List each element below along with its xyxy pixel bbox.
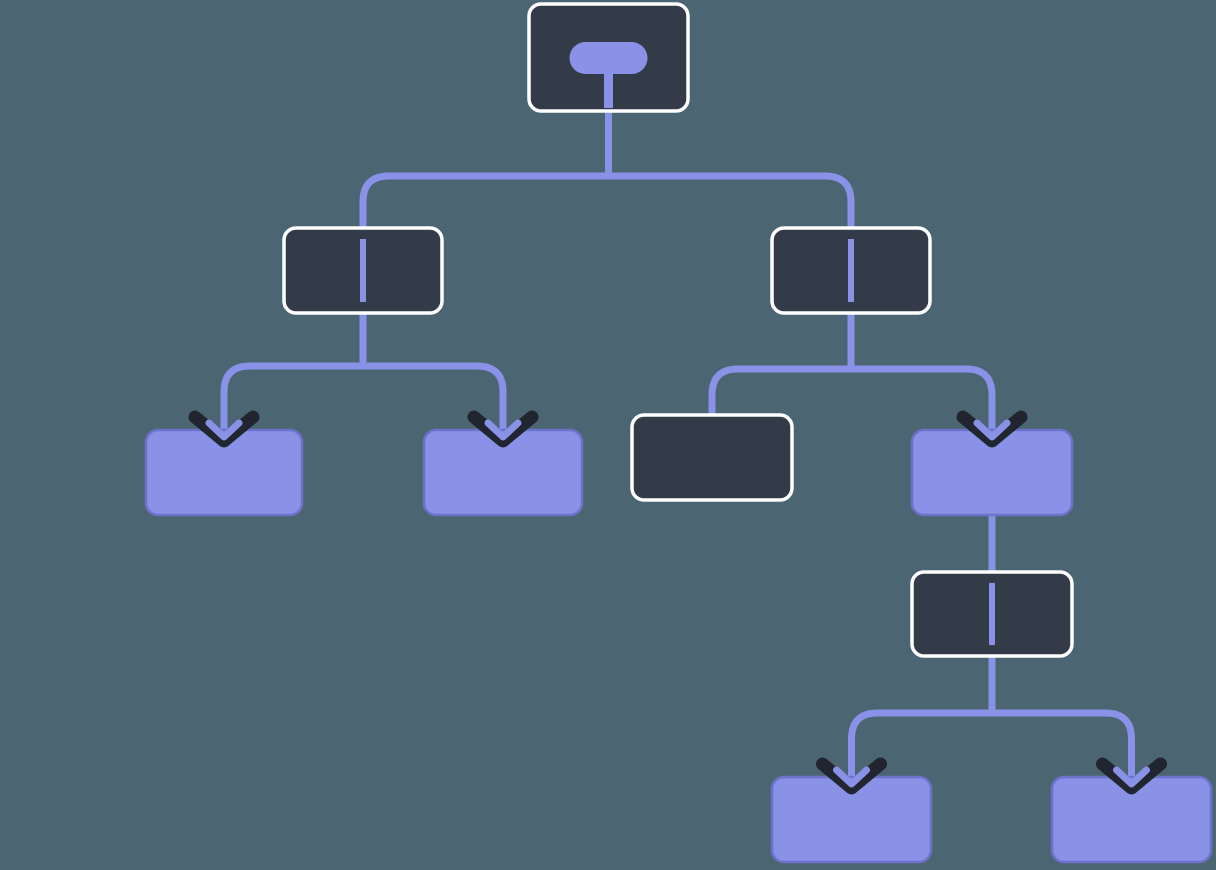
arrow-icons (188, 410, 1167, 795)
node-leaf-left-1[interactable] (144, 428, 304, 517)
arrow-chevron-dark (816, 757, 887, 795)
edge-branch-left-leaf-left-2 (363, 362, 507, 433)
edge-branch-bottom-leaf-bottom-2 (992, 709, 1135, 780)
edge-branch-right-target-right (851, 365, 996, 433)
arrow-head-purple (1113, 766, 1150, 788)
edge-branch-left-leaf-left-1 (220, 362, 363, 433)
arrow-down-icon (467, 410, 539, 448)
node-target-right[interactable] (910, 428, 1074, 517)
arrow-head-purple (484, 419, 522, 441)
edge-root-branch-right (608, 172, 855, 231)
edge-branch-right-subnode-right (708, 365, 851, 418)
arrow-chevron-dark (467, 410, 539, 448)
arrow-down-icon (956, 410, 1028, 448)
node-leaf-bottom-1[interactable] (770, 775, 933, 864)
arrow-chevron-dark (956, 410, 1028, 448)
arrow-head-purple (973, 419, 1011, 441)
node-leaf-left-2[interactable] (422, 428, 584, 517)
arrow-down-icon (816, 757, 887, 795)
arrow-head-purple (205, 419, 243, 441)
connector-edges (220, 109, 1135, 780)
root-pill-stem (604, 68, 613, 108)
node-subnode-right[interactable] (630, 413, 794, 502)
node-leaf-bottom-2[interactable] (1050, 775, 1213, 864)
arrow-down-icon (188, 410, 260, 448)
edge-root-branch-left (359, 172, 609, 231)
flowchart-nodes (144, 2, 1213, 864)
edge-branch-bottom-leaf-bottom-1 (848, 709, 992, 780)
arrow-chevron-dark (1096, 757, 1167, 795)
arrow-down-icon (1096, 757, 1167, 795)
arrow-chevron-dark (188, 410, 260, 448)
root-pill-icon (569, 42, 648, 74)
arrow-head-purple (833, 766, 870, 788)
